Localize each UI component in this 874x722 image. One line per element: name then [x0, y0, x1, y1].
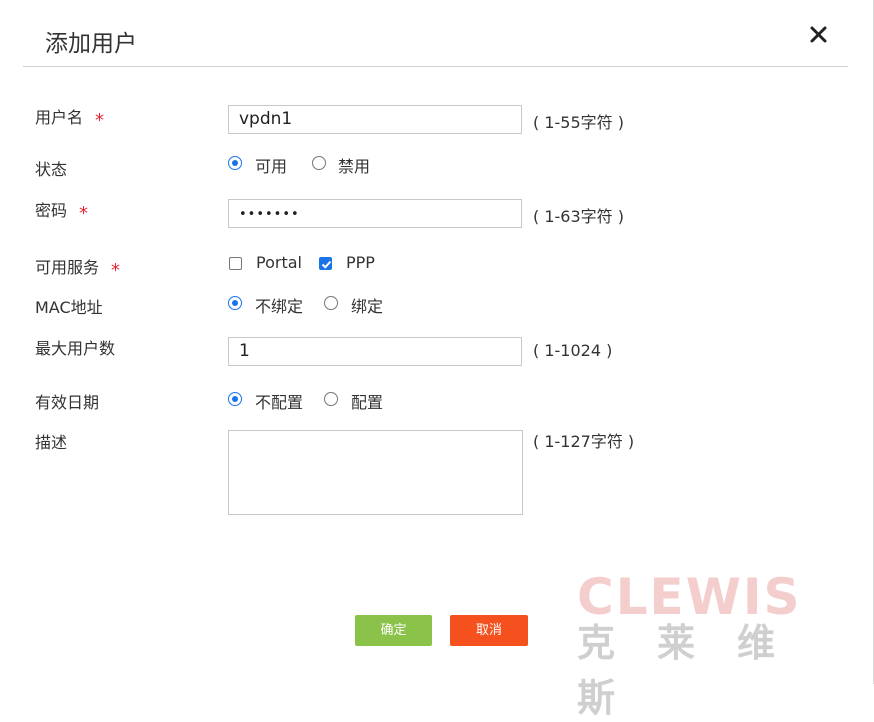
password-label-text: 密码 — [35, 201, 68, 220]
service-portal-label[interactable]: Portal — [256, 253, 302, 272]
password-input[interactable]: ••••••• — [228, 199, 522, 228]
dialog-title: 添加用户 — [45, 31, 137, 57]
cancel-button[interactable]: 取消 — [450, 615, 528, 646]
service-ppp-label[interactable]: PPP — [346, 253, 375, 272]
password-hint: ( 1-63字符 ) — [533, 207, 624, 226]
title-divider — [23, 66, 848, 67]
validity-label: 有效日期 — [35, 393, 100, 412]
validity-config-radio[interactable] — [324, 392, 338, 406]
username-input[interactable]: vpdn1 — [228, 105, 522, 134]
status-enabled-label[interactable]: 可用 — [255, 157, 288, 176]
status-disabled-label[interactable]: 禁用 — [338, 157, 371, 176]
validity-none-label[interactable]: 不配置 — [255, 393, 304, 412]
status-label: 状态 — [35, 160, 68, 179]
watermark-logo-text: CLEWIS — [577, 568, 802, 626]
required-marker: * — [95, 110, 105, 131]
description-label: 描述 — [35, 433, 68, 452]
mac-bound-radio[interactable] — [324, 296, 338, 310]
username-label: 用户名 * — [35, 104, 105, 131]
services-label-text: 可用服务 — [35, 258, 100, 277]
mac-unbound-label[interactable]: 不绑定 — [255, 297, 304, 316]
max-users-input[interactable]: 1 — [228, 337, 522, 366]
max-users-hint: ( 1-1024 ) — [533, 341, 613, 360]
username-label-text: 用户名 — [35, 108, 84, 127]
checkmark-icon — [321, 260, 332, 269]
status-disabled-radio[interactable] — [312, 156, 326, 170]
services-label: 可用服务 * — [35, 254, 121, 281]
mac-unbound-radio[interactable] — [228, 296, 242, 310]
description-hint: ( 1-127字符 ) — [533, 432, 635, 451]
mac-label: MAC地址 — [35, 298, 103, 317]
required-marker: * — [111, 260, 121, 281]
service-ppp-checkbox[interactable] — [319, 257, 332, 270]
required-marker: * — [79, 203, 89, 224]
validity-none-radio[interactable] — [228, 392, 242, 406]
description-textarea[interactable] — [228, 430, 523, 515]
username-hint: ( 1-55字符 ) — [533, 113, 624, 132]
mac-bound-label[interactable]: 绑定 — [351, 297, 384, 316]
service-portal-checkbox[interactable] — [229, 257, 242, 270]
add-user-dialog: 添加用户 用户名* vpdn1 ( 1-55字符 ) 状态 可用 禁用 密码* … — [23, 0, 874, 720]
close-icon[interactable] — [806, 22, 832, 48]
watermark-logo-cn: 克莱维斯 — [577, 621, 818, 720]
confirm-button[interactable]: 确定 — [355, 615, 432, 646]
max-users-label: 最大用户数 — [35, 339, 116, 358]
password-label: 密码 * — [35, 197, 89, 224]
status-enabled-radio[interactable] — [228, 156, 242, 170]
validity-config-label[interactable]: 配置 — [351, 393, 384, 412]
